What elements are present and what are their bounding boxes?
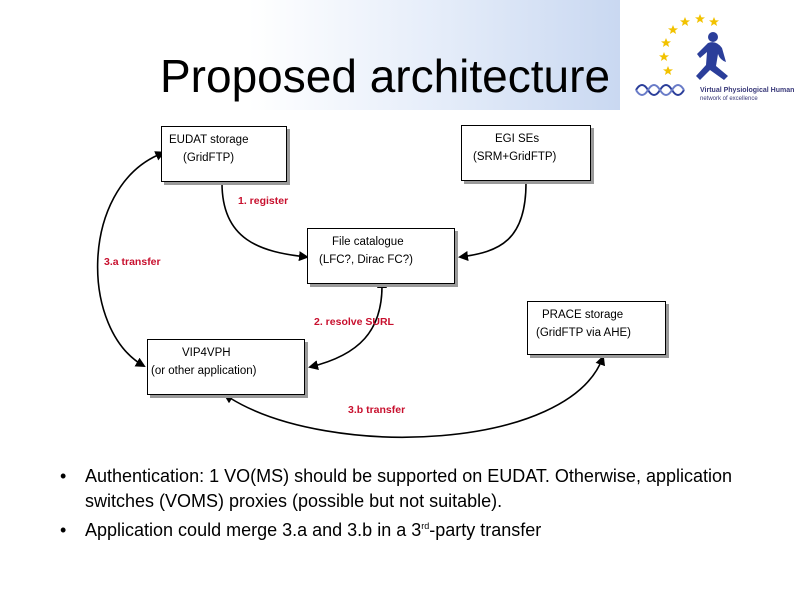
- eudat-storage-node: EUDAT storage (GridFTP): [161, 126, 287, 182]
- node-title: EGI SEs: [495, 133, 540, 145]
- vph-logo-icon: [635, 14, 728, 96]
- node-title: EUDAT storage: [169, 134, 249, 146]
- transfer-a-label: 3.a transfer: [104, 256, 161, 268]
- resolve-surl-label: 2. resolve SURL: [314, 316, 394, 328]
- node-title: PRACE storage: [542, 309, 624, 321]
- bullet-item: • Authentication: 1 VO(MS) should be sup…: [60, 464, 760, 514]
- node-subtitle: (GridFTP): [183, 152, 235, 164]
- bullet-item: • Application could merge 3.a and 3.b in…: [60, 518, 760, 543]
- egi-to-catalogue-arrow: [458, 182, 527, 261]
- transfer-b-arrow: [223, 355, 606, 438]
- title-band: [0, 0, 620, 110]
- logo-tagline: network of excellence: [700, 96, 758, 102]
- node-title: File catalogue: [332, 236, 404, 248]
- bullet-dot: •: [60, 466, 67, 486]
- prace-storage-node: PRACE storage (GridFTP via AHE): [527, 301, 666, 355]
- node-subtitle: (SRM+GridFTP): [473, 151, 557, 163]
- bullet-text: Authentication: 1 VO(MS) should be suppo…: [85, 466, 733, 511]
- register-label: 1. register: [238, 195, 289, 207]
- bullet-dot: •: [60, 520, 67, 540]
- bullet-text-end: -party transfer: [429, 520, 542, 540]
- node-subtitle: (GridFTP via AHE): [536, 327, 631, 339]
- architecture-diagram: [96, 151, 606, 438]
- register-arrow: [221, 182, 309, 262]
- bullet-list: • Authentication: 1 VO(MS) should be sup…: [60, 464, 760, 547]
- node-subtitle: (LFC?, Dirac FC?): [319, 254, 413, 266]
- logo-name: Virtual Physiological Human: [700, 87, 795, 94]
- vip4vph-node: VIP4VPH (or other application): [147, 339, 305, 395]
- egi-ses-node: EGI SEs (SRM+GridFTP): [461, 125, 591, 181]
- node-subtitle: (or other application): [151, 365, 257, 377]
- bullet-text: Application could merge 3.a and 3.b in a…: [85, 520, 422, 540]
- transfer-b-label: 3.b transfer: [348, 404, 406, 416]
- transfer-a-arrow: [96, 151, 166, 367]
- file-catalogue-node: File catalogue (LFC?, Dirac FC?): [307, 228, 455, 284]
- node-title: VIP4VPH: [182, 347, 231, 359]
- bullet-superscript: rd: [421, 521, 430, 531]
- slide-title: Proposed architecture: [160, 50, 611, 102]
